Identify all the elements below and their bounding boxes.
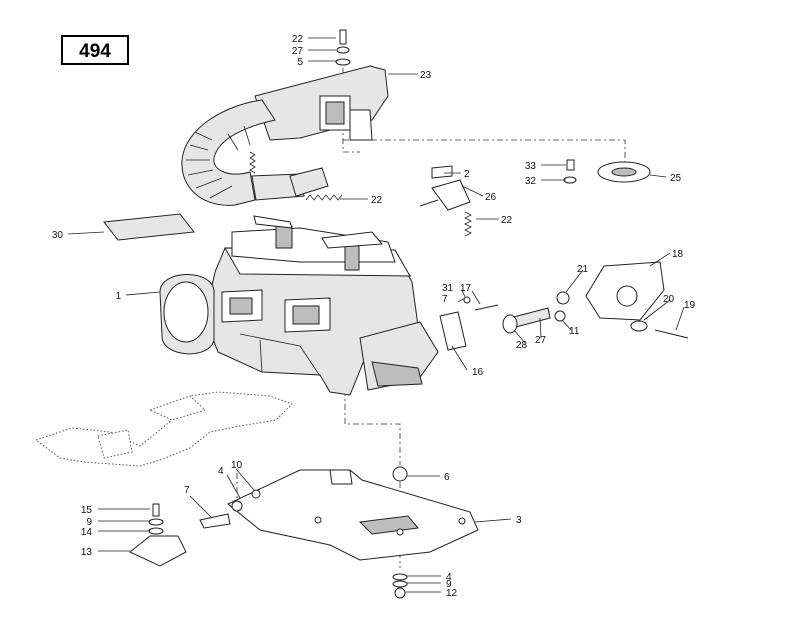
- callout-28: 28: [516, 340, 528, 351]
- callout-6: 6: [444, 472, 450, 483]
- callout-2: 2: [464, 169, 470, 180]
- callout-17: 17: [460, 283, 472, 294]
- callout-31: 31: [442, 283, 454, 294]
- engine-block: [159, 215, 439, 396]
- callout-14: 14: [81, 527, 93, 538]
- diagram-id-badge: 494: [61, 35, 129, 65]
- air-intake-dotted: [34, 391, 293, 467]
- callout-21: 21: [577, 264, 589, 275]
- callout-9-b: 9: [446, 579, 452, 590]
- callout-labels: 22 27 5 23 2 26 22 22 33 32 25 30 1 18 2…: [52, 34, 696, 599]
- callout-22-b: 22: [501, 215, 513, 226]
- engine-support-plate: [227, 469, 479, 561]
- callout-1: 1: [115, 291, 121, 302]
- callout-leaders: [67, 37, 685, 593]
- callout-30: 30: [52, 230, 64, 241]
- exhaust-flex-hose: [181, 99, 329, 206]
- springs: [249, 151, 472, 237]
- callout-32: 32: [525, 176, 537, 187]
- callout-27: 26: [485, 192, 497, 203]
- callout-15: 15: [81, 505, 93, 516]
- callout-11: 11: [569, 326, 580, 337]
- diagram-id: 494: [79, 41, 111, 62]
- hardware: [103, 29, 689, 599]
- callout-20: 20: [663, 294, 675, 305]
- callout-25: 25: [670, 173, 682, 184]
- callout-33: 33: [525, 161, 537, 172]
- callout-22-a: 22: [371, 195, 383, 206]
- callout-23: 23: [420, 70, 432, 81]
- callout-4-b: 4: [446, 572, 452, 583]
- callout-26: 27: [535, 335, 547, 346]
- callout-10: 10: [231, 460, 243, 471]
- callout-29: 27: [292, 46, 304, 57]
- callout-4-a: 4: [218, 466, 224, 477]
- callout-24: 22: [292, 34, 304, 45]
- callout-3: 3: [516, 515, 522, 526]
- callout-19: 19: [684, 300, 696, 311]
- callout-13: 13: [81, 547, 93, 558]
- callout-18: 18: [672, 249, 684, 260]
- callout-9-a: 9: [86, 517, 92, 528]
- callout-12: 12: [446, 588, 458, 599]
- exhaust-manifold: [254, 65, 389, 141]
- callout-7: 7: [184, 485, 190, 496]
- callout-5: 5: [297, 57, 303, 68]
- callout-16: 16: [472, 367, 484, 378]
- callout-8: 7: [442, 294, 448, 305]
